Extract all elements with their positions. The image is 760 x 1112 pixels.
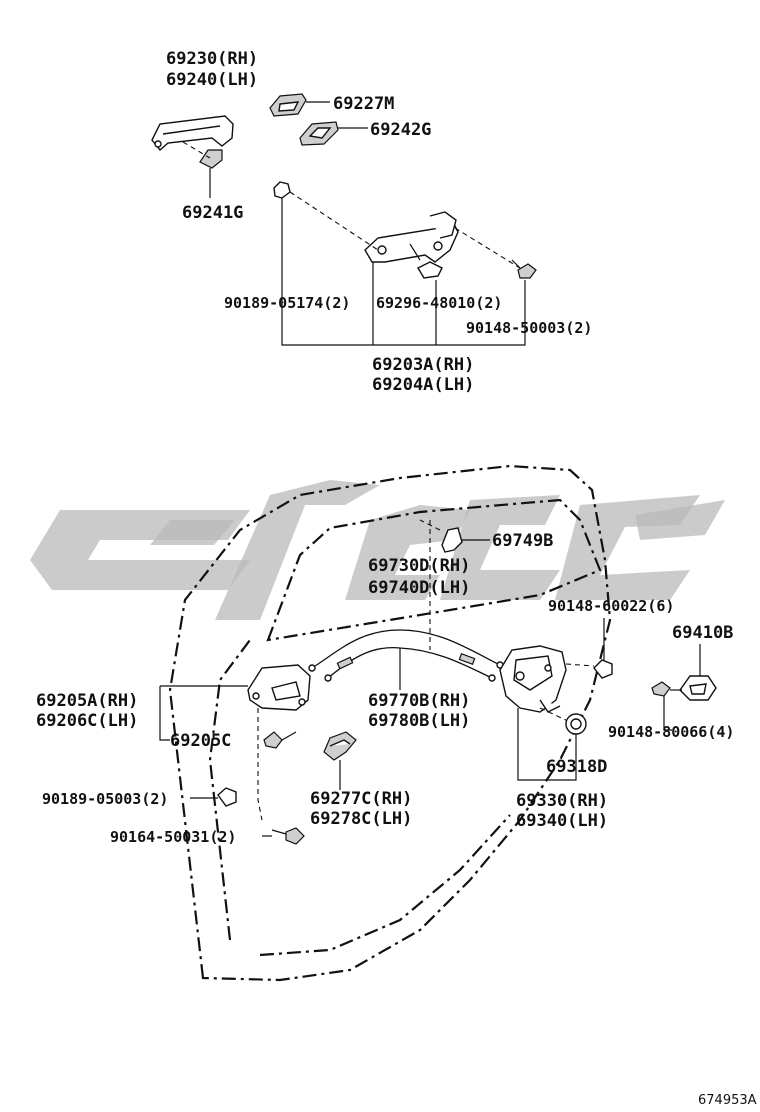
callout-69240: 69240(LH) xyxy=(166,70,258,90)
callout-69277c: 69277C(RH) xyxy=(310,789,412,809)
callout-69204a: 69204A(LH) xyxy=(372,375,474,395)
handle-frame-bracket xyxy=(364,211,459,263)
callout-90148-80066: 90148-80066(4) xyxy=(608,723,734,741)
callout-69205a: 69205A(RH) xyxy=(36,691,138,711)
clip-90189-05174 xyxy=(273,181,291,199)
callout-69749b: 69749B xyxy=(492,531,553,551)
screw-90148-50003 xyxy=(511,259,537,279)
callout-90189-05003: 90189-05003(2) xyxy=(42,790,168,808)
callout-69410b: 69410B xyxy=(672,623,733,643)
callout-90189-05174: 90189-05174(2) xyxy=(224,294,350,312)
callout-69780b: 69780B(LH) xyxy=(368,711,470,731)
door-lock-69330 xyxy=(499,645,567,713)
callout-69340: 69340(LH) xyxy=(516,811,608,831)
callout-69242g: 69242G xyxy=(370,120,431,140)
callout-90148-60022: 90148-60022(6) xyxy=(548,597,674,615)
striker-69410b xyxy=(679,644,717,701)
handle-cap-69277c xyxy=(323,731,357,761)
callout-69330: 69330(RH) xyxy=(516,791,608,811)
callout-90164-50031: 90164-50031(2) xyxy=(110,828,236,846)
callout-69206c: 69206C(LH) xyxy=(36,711,138,731)
handle-pad-69241g xyxy=(199,149,223,169)
watermark-logo xyxy=(30,480,725,620)
callout-69230: 69230(RH) xyxy=(166,49,258,69)
screw-90148-60022 xyxy=(593,618,613,679)
callout-90148-50003: 90148-50003(2) xyxy=(466,319,592,337)
callout-69318d: 69318D xyxy=(546,757,607,777)
callout-69205c: 69205C xyxy=(170,731,231,751)
callout-69770b: 69770B(RH) xyxy=(368,691,470,711)
callout-69203a: 69203A(RH) xyxy=(372,355,474,375)
callout-69740d: 69740D(LH) xyxy=(368,578,470,598)
diagram-reference-number: 674953A xyxy=(698,1093,757,1108)
callout-69296-48010: 69296-48010(2) xyxy=(376,294,502,312)
screw-90148-80066 xyxy=(651,681,682,697)
inner-panel xyxy=(208,639,511,957)
callout-69730d: 69730D(RH) xyxy=(368,556,470,576)
cover-69318d xyxy=(565,713,587,735)
callout-69227m: 69227M xyxy=(333,94,394,114)
window-frame xyxy=(266,498,602,642)
door-outline xyxy=(168,464,612,982)
rod-clip-69749b xyxy=(441,527,463,553)
control-cables xyxy=(308,629,504,682)
callout-69241g: 69241G xyxy=(182,203,243,223)
outside-handle-top xyxy=(151,115,234,152)
callout-69278c: 69278C(LH) xyxy=(310,809,412,829)
clip-90189-05003 xyxy=(217,787,237,807)
bolt-90164-50031 xyxy=(271,827,305,845)
handle-pad-69242g xyxy=(299,121,339,146)
outside-handle-frame-lower xyxy=(247,664,311,711)
bolt-69296-48010 xyxy=(409,243,443,279)
screw-69205c xyxy=(263,731,297,749)
handle-pad-69227m xyxy=(269,93,307,117)
